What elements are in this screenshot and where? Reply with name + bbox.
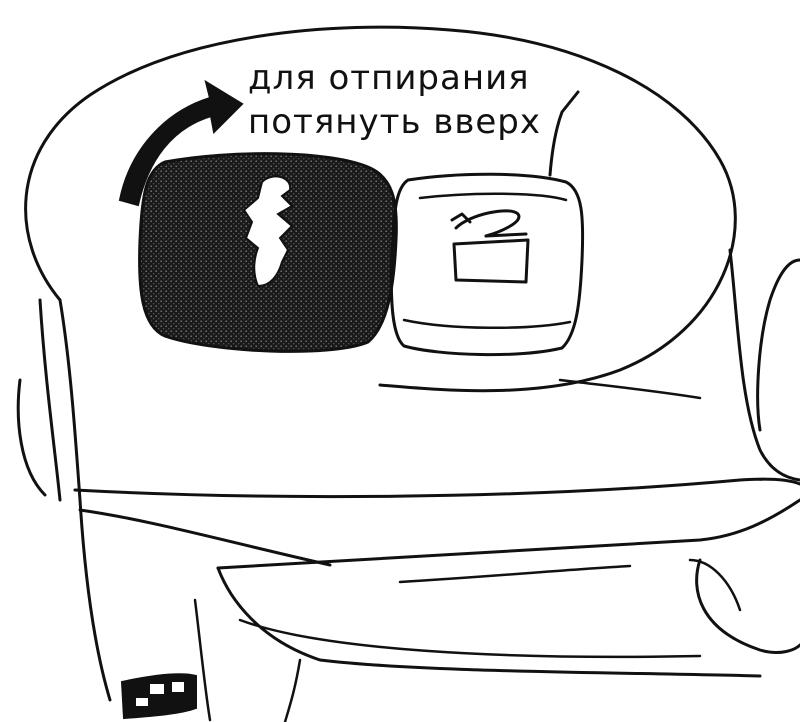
dashboard-lines (16, 248, 800, 722)
hood-open-icon (242, 175, 294, 288)
caption-line-1: для отпирания (248, 58, 530, 98)
callout-connector-line-2 (38, 298, 62, 502)
detail-callout-ellipse (24, 25, 737, 393)
small-switch (120, 673, 197, 720)
callout-caption: для отпирания потянуть вверх (248, 56, 541, 144)
trunk-release-button (389, 172, 585, 357)
trunk-open-icon (450, 209, 530, 284)
caption-line-2: потянуть вверх (248, 102, 541, 142)
callout-connector-line (58, 298, 112, 702)
curved-arrow-up-icon (118, 79, 244, 207)
hood-release-lever (138, 152, 398, 353)
leader-line (548, 90, 580, 177)
